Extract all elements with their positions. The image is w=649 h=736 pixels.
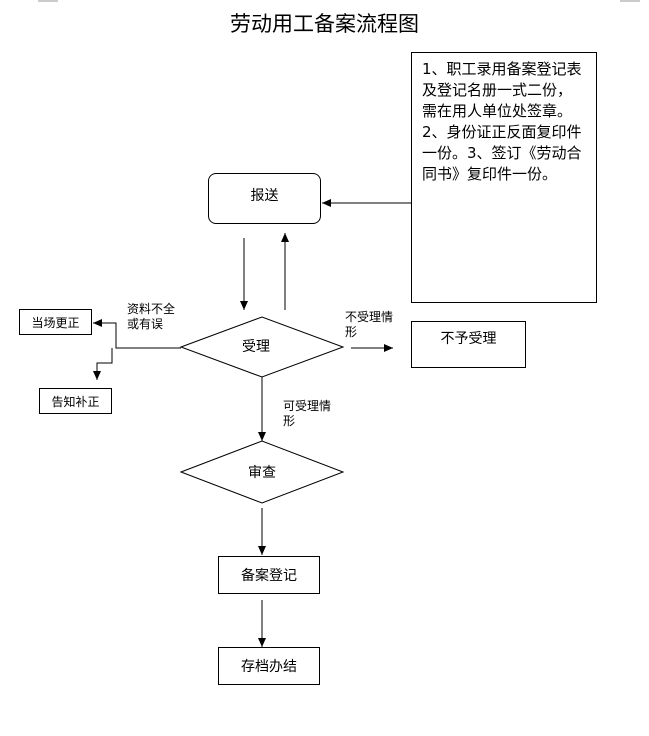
submit-node: 报送 xyxy=(208,173,321,224)
fix-onsite-label: 当场更正 xyxy=(31,315,80,330)
review-diamond xyxy=(179,440,345,504)
edge-label-not-accepted: 不受理情 形 xyxy=(345,310,394,339)
register-label: 备案登记 xyxy=(241,568,297,584)
archive-label: 存档办结 xyxy=(241,659,297,675)
arrow-to-notify-fix xyxy=(93,348,113,380)
accept-label: 受理 xyxy=(242,339,270,355)
arrow-accept-to-fix-onsite xyxy=(93,319,181,349)
archive-node: 存档办结 xyxy=(218,647,320,685)
reject-node: 不予受理 xyxy=(411,321,526,368)
requirements-note-text: 1、职工录用备案登记表 及登记名册一式二份， 需在用人单位处签章。 2、身份证正… xyxy=(422,60,582,183)
submit-label: 报送 xyxy=(250,188,279,204)
page-title: 劳动用工备案流程图 xyxy=(230,12,419,36)
fix-onsite-node: 当场更正 xyxy=(19,309,92,335)
accept-diamond xyxy=(179,316,345,378)
edge-label-incomplete: 资料不全 或有误 xyxy=(127,302,176,331)
notify-fix-label: 告知补正 xyxy=(51,394,100,409)
review-label: 审查 xyxy=(248,465,276,481)
register-node: 备案登记 xyxy=(218,556,320,594)
requirements-note-box: 1、职工录用备案登记表 及登记名册一式二份， 需在用人单位处签章。 2、身份证正… xyxy=(411,52,597,303)
edge-label-acceptable: 可受理情 形 xyxy=(283,399,332,428)
reject-label: 不予受理 xyxy=(440,331,497,347)
notify-fix-node: 告知补正 xyxy=(39,388,112,414)
